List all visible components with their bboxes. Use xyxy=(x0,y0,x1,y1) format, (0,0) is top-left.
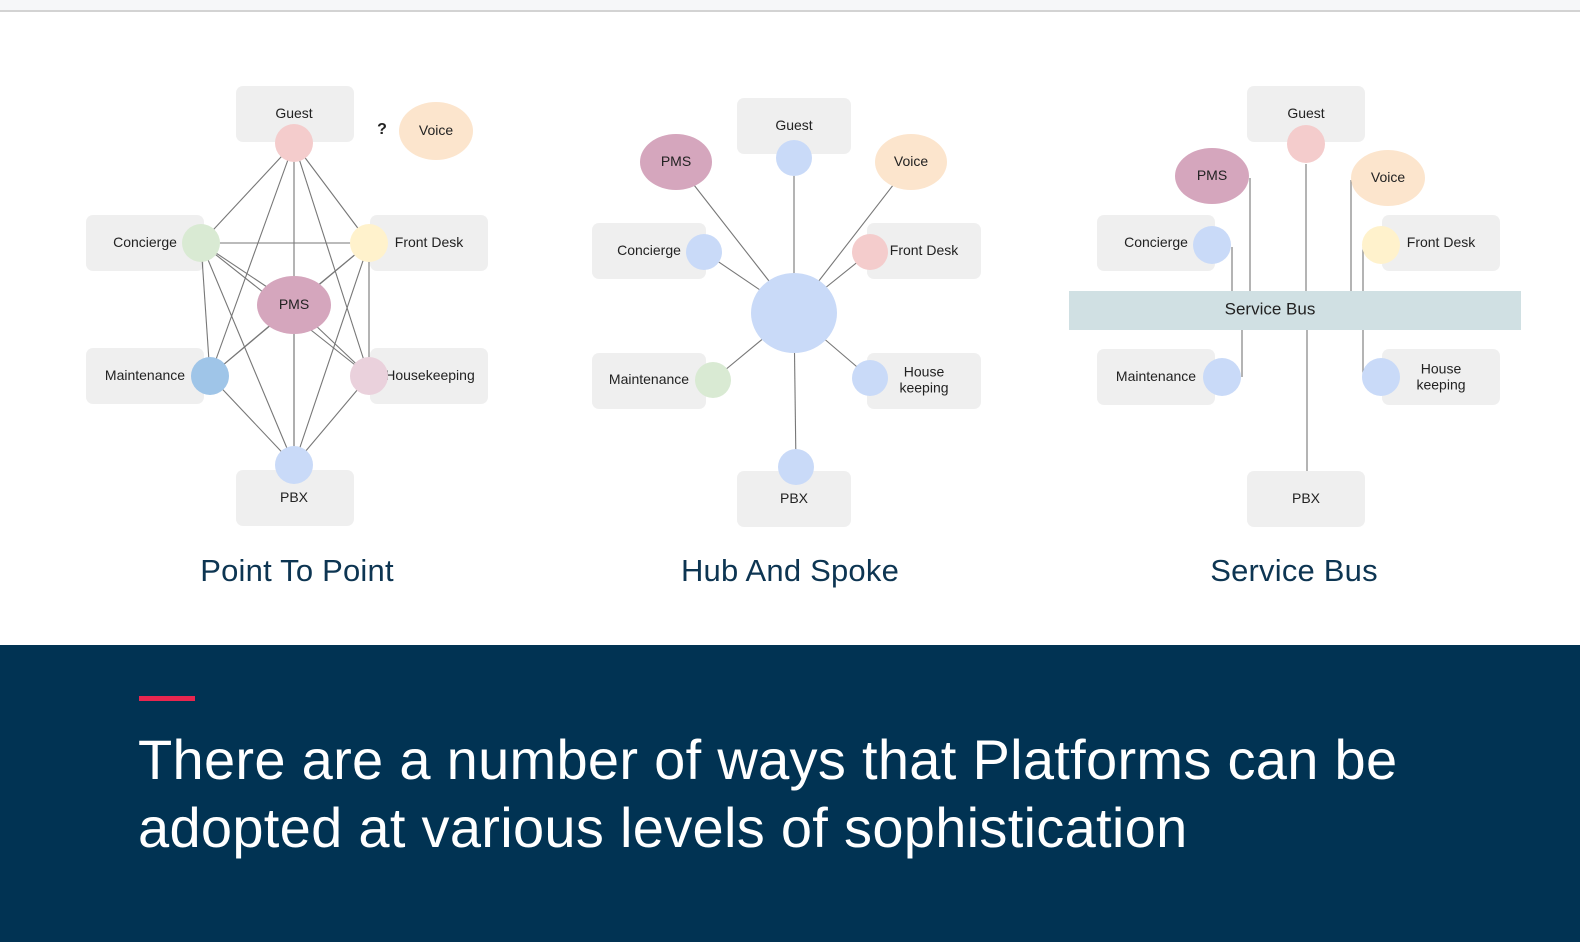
box-guest xyxy=(1247,86,1365,142)
label-frontdesk: Front Desk xyxy=(1407,234,1476,250)
box-housekeeping xyxy=(867,353,981,409)
node-guest xyxy=(1287,125,1325,163)
label-pms: PMS xyxy=(1197,167,1227,183)
box-housekeeping xyxy=(1382,349,1500,405)
node-pms xyxy=(1175,148,1249,204)
label-voice: Voice xyxy=(894,153,928,169)
node-voice xyxy=(399,102,473,160)
node-pbx xyxy=(778,449,814,485)
node-maintenance xyxy=(191,357,229,395)
question-mark: ? xyxy=(377,121,387,138)
node-concierge xyxy=(1193,226,1231,264)
connection-line xyxy=(293,142,370,377)
node-voice xyxy=(875,134,947,190)
box-concierge xyxy=(592,223,706,279)
connection-line xyxy=(200,242,295,466)
node-frontdesk xyxy=(1362,226,1400,264)
box-pbx xyxy=(236,470,354,526)
box-frontdesk xyxy=(867,223,981,279)
caption-point-to-point: Point To Point xyxy=(200,553,394,588)
connection-line xyxy=(209,142,295,377)
label-pbx: PBX xyxy=(780,490,809,506)
headline-line-1: There are a number of ways that Platform… xyxy=(138,728,1398,791)
label-pbx: PBX xyxy=(280,489,309,505)
node-frontdesk xyxy=(852,234,888,270)
node-guest xyxy=(776,140,812,176)
box-maintenance xyxy=(592,353,706,409)
box-pbx xyxy=(737,471,851,527)
accent-bar xyxy=(139,696,195,701)
label-voice: Voice xyxy=(1371,169,1405,185)
connection-line xyxy=(293,375,370,466)
connection-line xyxy=(293,142,370,244)
label-pbx: PBX xyxy=(1292,490,1321,506)
label-guest: Guest xyxy=(775,117,812,133)
label-concierge: Concierge xyxy=(113,234,177,250)
node-maintenance xyxy=(695,362,731,398)
label-maintenance: Maintenance xyxy=(609,371,689,387)
label-guest: Guest xyxy=(1287,105,1324,121)
node-pms xyxy=(640,134,712,190)
box-pbx xyxy=(1247,471,1365,527)
node-housekeeping xyxy=(852,360,888,396)
service-bus-bar xyxy=(1069,291,1521,330)
node-housekeeping xyxy=(350,357,388,395)
node-housekeeping xyxy=(1362,358,1400,396)
connection-line xyxy=(293,242,370,466)
label-housekeeping: Housekeeping xyxy=(385,367,475,383)
node-concierge xyxy=(686,234,722,270)
browser-top-bar xyxy=(0,0,1580,12)
node-pbx xyxy=(275,446,313,484)
node-pms xyxy=(257,276,331,334)
service-bus-label: Service Bus xyxy=(1225,300,1316,319)
label-maintenance: Maintenance xyxy=(1116,368,1196,384)
caption-hub-and-spoke: Hub And Spoke xyxy=(680,553,900,588)
label-concierge: Concierge xyxy=(1124,234,1188,250)
connection-line xyxy=(200,242,211,377)
label-concierge: Concierge xyxy=(617,242,681,258)
box-maintenance xyxy=(86,348,204,404)
caption-service-bus: Service Bus xyxy=(1210,553,1378,588)
box-frontdesk xyxy=(370,215,488,271)
box-guest xyxy=(737,98,851,154)
node-voice xyxy=(1351,150,1425,206)
box-frontdesk xyxy=(1382,215,1500,271)
box-maintenance xyxy=(1097,349,1215,405)
label-voice: Voice xyxy=(419,122,453,138)
node-concierge xyxy=(182,224,220,262)
node-guest xyxy=(275,124,313,162)
headline-text: There are a number of ways that Platform… xyxy=(138,726,1488,862)
label-pms: PMS xyxy=(279,296,309,312)
label-guest: Guest xyxy=(275,105,312,121)
connection-line xyxy=(209,375,295,466)
connection-line xyxy=(200,142,295,244)
node-maintenance xyxy=(1203,358,1241,396)
box-guest xyxy=(236,86,354,142)
box-housekeeping xyxy=(370,348,488,404)
label-frontdesk: Front Desk xyxy=(395,234,464,250)
node-frontdesk xyxy=(350,224,388,262)
headline-band xyxy=(0,645,1580,942)
box-concierge xyxy=(1097,215,1215,271)
box-concierge xyxy=(86,215,204,271)
hub-node xyxy=(751,273,837,353)
headline-line-2: adopted at various levels of sophisticat… xyxy=(138,796,1188,859)
label-maintenance: Maintenance xyxy=(105,367,185,383)
label-frontdesk: Front Desk xyxy=(890,242,959,258)
label-pms: PMS xyxy=(661,153,691,169)
